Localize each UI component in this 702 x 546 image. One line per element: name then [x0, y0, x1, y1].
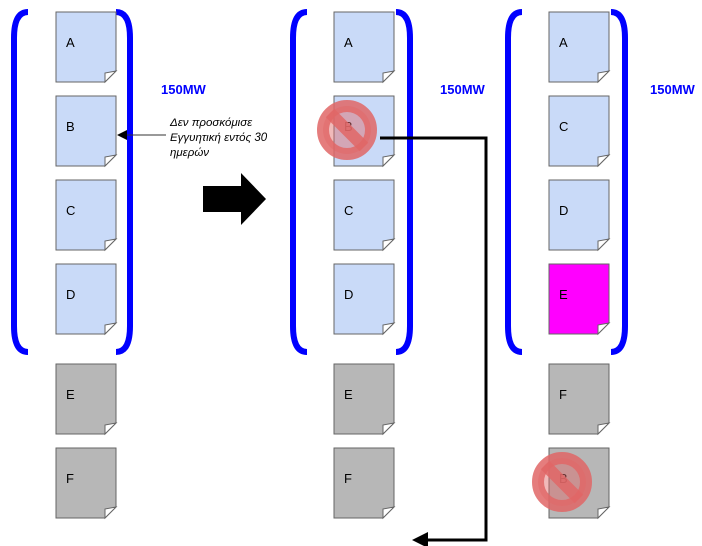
- document-page: [333, 447, 395, 519]
- document-D: D: [55, 263, 118, 336]
- removal-route-arrow: [380, 136, 488, 542]
- document-label: D: [344, 287, 353, 302]
- document-A: A: [55, 11, 118, 84]
- document-page: [548, 179, 610, 251]
- document-label: D: [66, 287, 75, 302]
- left-bracket: [505, 9, 523, 355]
- document-page: [55, 11, 117, 83]
- document-page: [55, 263, 117, 335]
- document-C: C: [548, 95, 611, 168]
- document-A: A: [548, 11, 611, 84]
- note-line: Εγγυητική εντός 30: [170, 132, 268, 144]
- document-fold: [597, 154, 611, 168]
- document-page: [55, 95, 117, 167]
- left-bracket: [290, 9, 308, 355]
- document-D: D: [333, 263, 396, 336]
- document-fold: [597, 238, 611, 252]
- document-C: C: [333, 179, 396, 252]
- document-fold: [382, 70, 396, 84]
- document-fold: [104, 70, 118, 84]
- document-label: E: [66, 387, 75, 402]
- document-label: A: [559, 35, 568, 50]
- document-B: B: [55, 95, 118, 168]
- document-E: E: [333, 363, 396, 436]
- document-fold: [104, 322, 118, 336]
- note-line: ημερών: [170, 147, 209, 159]
- right-bracket: [395, 9, 413, 355]
- capacity-label: 150MW: [650, 82, 696, 97]
- document-E: E: [548, 263, 611, 336]
- document-page: [55, 363, 117, 435]
- document-page: [548, 263, 610, 335]
- capacity-label: 150MW: [161, 82, 207, 97]
- transition-arrow-icon: [203, 173, 266, 225]
- document-page: [333, 263, 395, 335]
- document-D: D: [548, 179, 611, 252]
- document-label: F: [344, 471, 352, 486]
- document-page: [333, 179, 395, 251]
- document-label: E: [559, 287, 568, 302]
- panel-3: 150MWACDEFB: [505, 9, 696, 520]
- document-fold: [104, 506, 118, 520]
- capacity-label: 150MW: [440, 82, 486, 97]
- document-label: F: [559, 387, 567, 402]
- document-fold: [597, 70, 611, 84]
- document-fold: [597, 506, 611, 520]
- removal-route-arrowhead-icon: [412, 532, 428, 546]
- document-C: C: [55, 179, 118, 252]
- prohibited-icon: [532, 452, 592, 512]
- document-label: C: [559, 119, 568, 134]
- document-page: [333, 11, 395, 83]
- prohibited-icon: [317, 100, 377, 160]
- document-fold: [104, 238, 118, 252]
- left-bracket: [11, 9, 29, 355]
- document-page: [548, 95, 610, 167]
- document-fold: [104, 154, 118, 168]
- document-page: [548, 11, 610, 83]
- document-label: C: [66, 203, 75, 218]
- document-page: [55, 447, 117, 519]
- document-label: E: [344, 387, 353, 402]
- document-fold: [104, 422, 118, 436]
- note-line: Δεν προσκόμισε: [169, 117, 253, 129]
- document-label: D: [559, 203, 568, 218]
- document-fold: [382, 238, 396, 252]
- document-label: A: [66, 35, 75, 50]
- document-fold: [382, 506, 396, 520]
- document-fold: [382, 322, 396, 336]
- document-page: [548, 363, 610, 435]
- document-F: F: [333, 447, 396, 520]
- document-label: A: [344, 35, 353, 50]
- document-fold: [382, 422, 396, 436]
- document-page: [333, 363, 395, 435]
- document-E: E: [55, 363, 118, 436]
- document-label: B: [66, 119, 75, 134]
- document-page: [55, 179, 117, 251]
- document-F: F: [548, 363, 611, 436]
- document-fold: [597, 422, 611, 436]
- right-bracket: [610, 9, 628, 355]
- document-fold: [382, 154, 396, 168]
- document-label: C: [344, 203, 353, 218]
- document-A: A: [333, 11, 396, 84]
- document-F: F: [55, 447, 118, 520]
- right-bracket: [115, 9, 133, 355]
- document-fold: [597, 322, 611, 336]
- document-label: F: [66, 471, 74, 486]
